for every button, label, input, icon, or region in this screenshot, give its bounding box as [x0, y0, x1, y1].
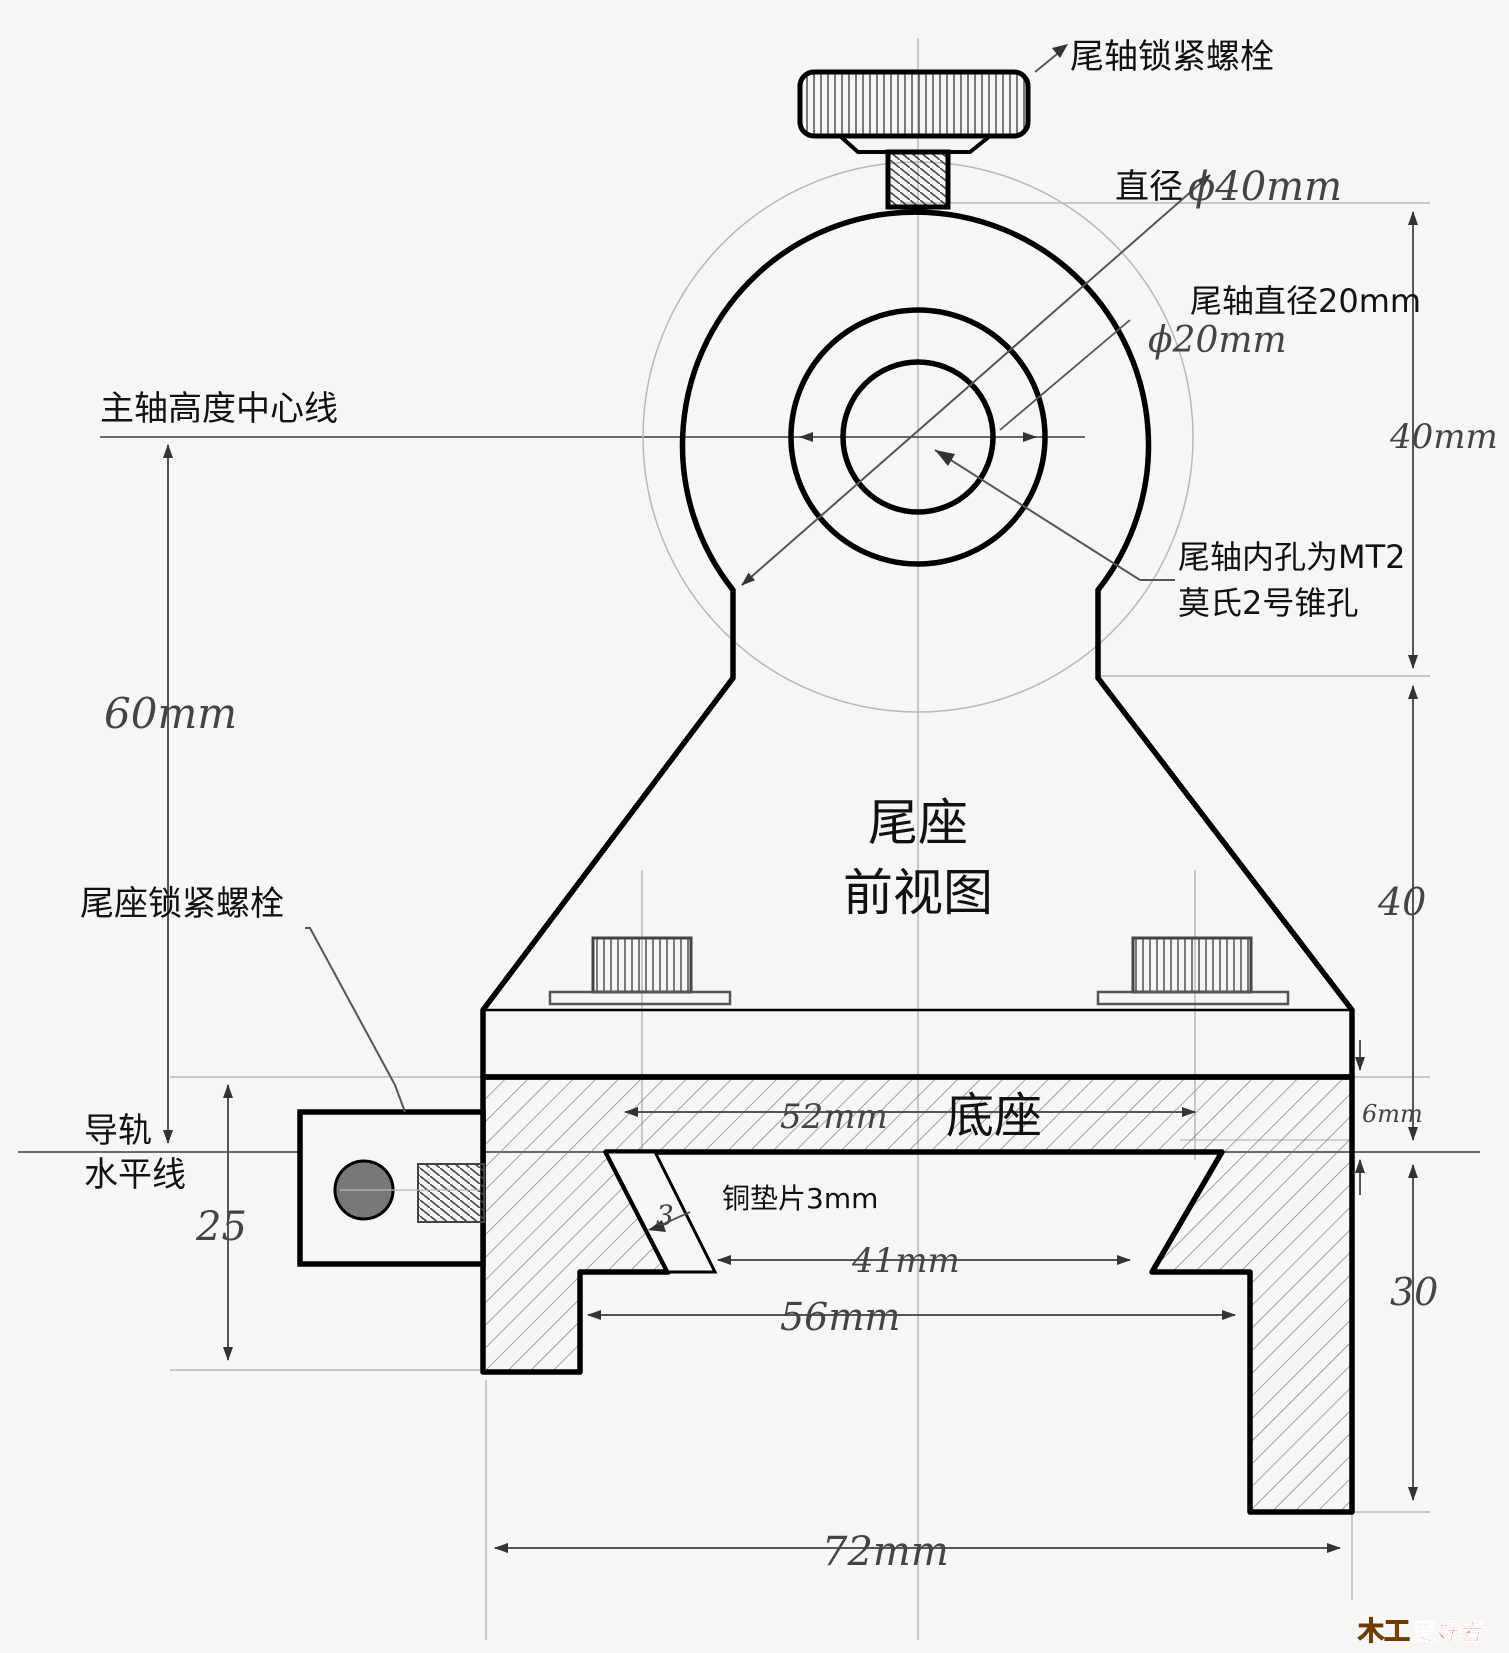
- dim-60mm: 60mm: [104, 689, 237, 738]
- label-rail-line2: 水平线: [84, 1155, 186, 1195]
- printed-labels: 尾轴锁紧螺栓 主轴高度中心线 直径 尾轴直径20mm 尾轴内孔为MT2 莫氏2号…: [80, 37, 1421, 1215]
- title-line2: 前视图: [843, 864, 993, 922]
- dim-30: 30: [1390, 1270, 1438, 1314]
- base-section: [480, 1074, 1355, 1515]
- dim-40: 40: [1377, 880, 1426, 924]
- watermark-part-a: 木工: [1357, 1617, 1410, 1647]
- label-shim: 铜垫片3mm: [722, 1182, 878, 1215]
- dim-25: 25: [195, 1204, 247, 1250]
- label-quill-diameter: 尾轴直径20mm: [1190, 282, 1421, 320]
- dim-phi20: ϕ20mm: [1148, 320, 1287, 361]
- body-bolts: [548, 936, 1290, 1006]
- handwritten-dimensions: ϕ40mm ϕ20mm 40mm 60mm 40 6mm 30 25 52mm …: [104, 164, 1498, 1575]
- copper-shim: [603, 1150, 718, 1274]
- label-bore-note-line1: 尾轴内孔为MT2: [1178, 538, 1406, 576]
- dim-52mm: 52mm: [780, 1097, 888, 1137]
- dim-72mm: 72mm: [822, 1529, 949, 1575]
- label-spindle-centerline: 主轴高度中心线: [100, 389, 338, 429]
- watermark-part-b: 爱好者: [1410, 1618, 1485, 1646]
- label-rail-line1: 导轨: [84, 1111, 152, 1151]
- tailstock-lock-block: [297, 1109, 486, 1267]
- dim-41mm: 41mm: [851, 1241, 960, 1281]
- label-base: 底座: [946, 1088, 1042, 1144]
- leader-lines: [305, 44, 1211, 1232]
- dim-6mm: 6mm: [1362, 1100, 1423, 1128]
- label-quill-lock-bolt: 尾轴锁紧螺栓: [1070, 37, 1274, 77]
- title-line1: 尾座: [868, 794, 968, 852]
- label-tailstock-lock-bolt: 尾座锁紧螺栓: [80, 884, 284, 924]
- watermark-logo: 木工 爱好者: [1357, 1617, 1486, 1648]
- dim-shim3: 3: [656, 1199, 674, 1232]
- quill-lock-knob: [797, 69, 1031, 210]
- dim-56mm: 56mm: [780, 1295, 900, 1339]
- label-bore-note-line2: 莫氏2号锥孔: [1178, 584, 1358, 622]
- dim-phi40: ϕ40mm: [1188, 164, 1342, 210]
- dimension-lines: [163, 211, 1418, 1553]
- label-outer-diameter: 直径: [1115, 167, 1183, 207]
- dim-40mm: 40mm: [1389, 417, 1498, 457]
